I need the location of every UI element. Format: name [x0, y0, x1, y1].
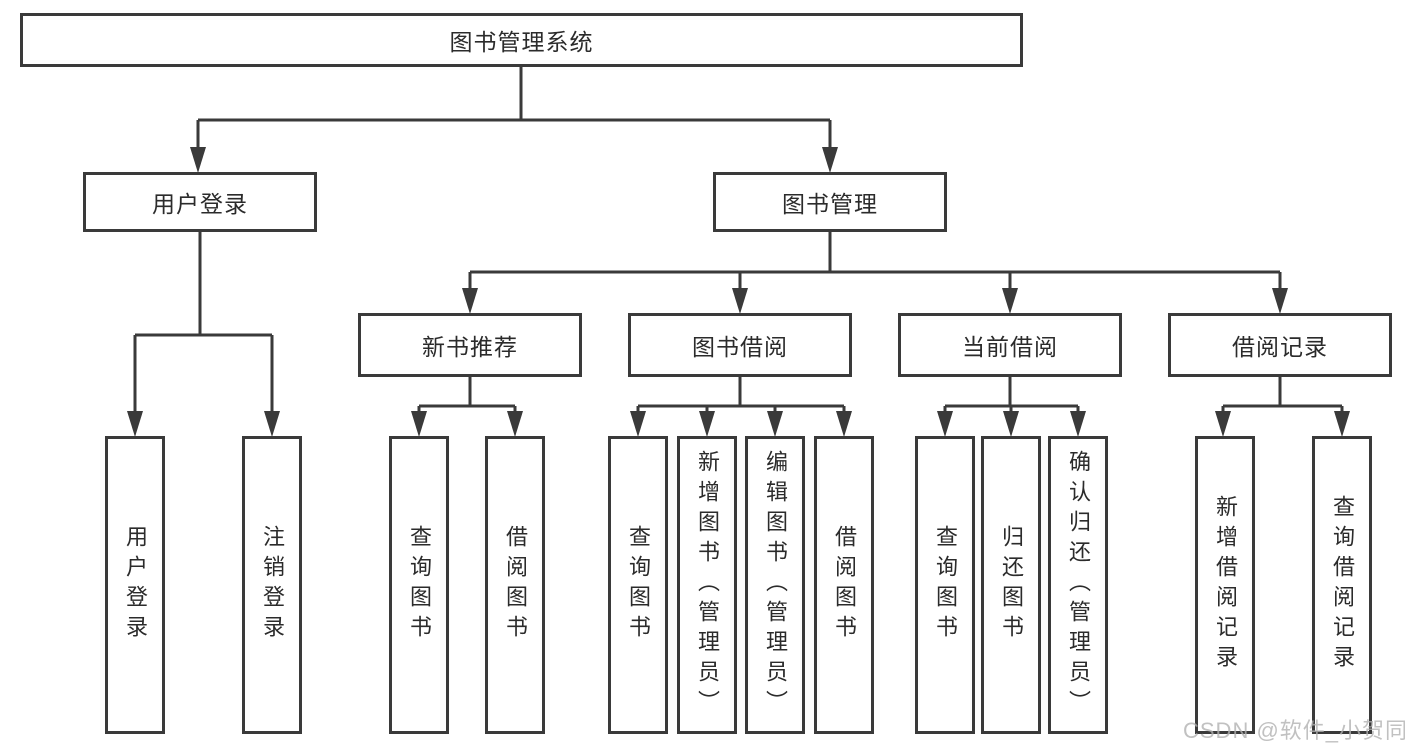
leaf-edit-books-admin: 编辑图书（管理员）: [745, 436, 805, 734]
watermark: CSDN @软件_小贺同学: [1183, 718, 1405, 743]
leaf-add-borrow-record: 新增借阅记录: [1195, 436, 1255, 734]
node-label: 新增图书（管理员）: [695, 450, 720, 720]
node-label: 借阅图书: [503, 525, 528, 645]
node-label: 归还图书: [999, 525, 1024, 645]
node-label: 图书管理: [782, 191, 878, 217]
node-label: 查询图书: [626, 525, 651, 645]
leaf-query-borrow-record: 查询借阅记录: [1312, 436, 1372, 734]
node-label: 借阅图书: [832, 525, 857, 645]
node-label: 图书借阅: [692, 334, 788, 360]
leaf-logout: 注销登录: [242, 436, 302, 734]
leaf-user-login: 用户登录: [105, 436, 165, 734]
leaf-query-books-current: 查询图书: [915, 436, 975, 734]
node-label: 编辑图书（管理员）: [763, 450, 788, 720]
leaf-borrow-books-borrowing: 借阅图书: [814, 436, 874, 734]
leaf-query-books-recommend: 查询图书: [389, 436, 449, 734]
node-label: 用户登录: [123, 525, 148, 645]
leaf-query-books-borrowing: 查询图书: [608, 436, 668, 734]
node-label: 查询图书: [933, 525, 958, 645]
node-label: 新书推荐: [422, 334, 518, 360]
node-borrowing-records: 借阅记录: [1168, 313, 1392, 377]
node-label: 查询图书: [407, 525, 432, 645]
node-label: 当前借阅: [962, 334, 1058, 360]
node-label: 借阅记录: [1232, 334, 1328, 360]
node-book-borrowing: 图书借阅: [628, 313, 852, 377]
leaf-confirm-return-admin: 确认归还（管理员）: [1048, 436, 1108, 734]
leaf-add-books-admin: 新增图书（管理员）: [677, 436, 737, 734]
node-label: 查询借阅记录: [1330, 495, 1355, 675]
leaf-return-books: 归还图书: [981, 436, 1041, 734]
node-label: 用户登录: [152, 191, 248, 217]
leaf-borrow-books-recommend: 借阅图书: [485, 436, 545, 734]
node-label: 图书管理系统: [449, 29, 594, 55]
node-book-management: 图书管理: [713, 172, 947, 232]
node-label: 确认归还（管理员）: [1066, 450, 1091, 720]
node-label: 新增借阅记录: [1213, 495, 1238, 675]
node-library-management-system: 图书管理系统: [20, 13, 1023, 67]
node-new-book-recommend: 新书推荐: [358, 313, 582, 377]
node-current-borrowing: 当前借阅: [898, 313, 1122, 377]
node-user-login: 用户登录: [83, 172, 317, 232]
node-label: 注销登录: [260, 525, 285, 645]
